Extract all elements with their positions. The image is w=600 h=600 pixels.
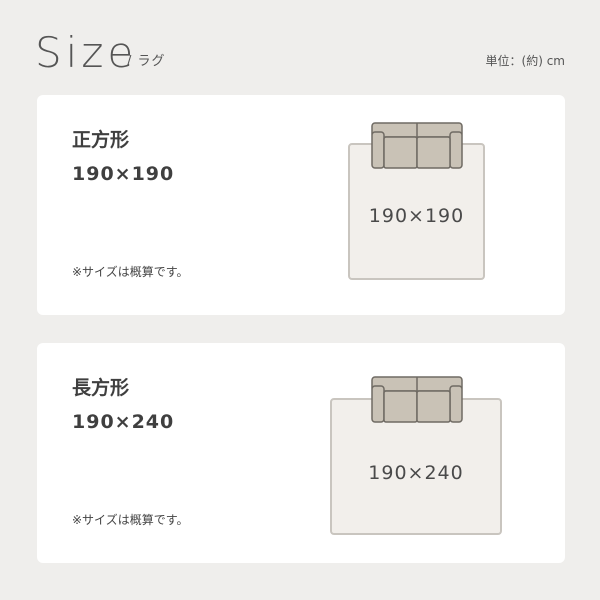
card-note: ※サイズは概算です。 xyxy=(72,265,189,279)
card-note: ※サイズは概算です。 xyxy=(72,513,189,527)
rug-size-label: 190×190 xyxy=(368,205,465,227)
size-card-rectangle: 長方形 190×240 ※サイズは概算です。 190×240 xyxy=(37,343,565,563)
size-card-square: 正方形 190×190 ※サイズは概算です。 190×190 xyxy=(37,95,565,315)
card-title: 正方形 xyxy=(72,129,130,151)
rug-size-label: 190×240 xyxy=(368,462,464,484)
header: Size / ラグ 単位：(約) cm xyxy=(35,28,565,78)
sofa-icon xyxy=(371,122,463,169)
page-title: Size xyxy=(35,28,138,77)
sofa-icon xyxy=(371,376,463,423)
unit-label: 単位：(約) cm xyxy=(485,54,565,68)
card-title: 長方形 xyxy=(72,377,130,399)
card-dimensions: 190×190 xyxy=(72,163,175,185)
card-dimensions: 190×240 xyxy=(72,411,175,433)
page-subtitle: / ラグ xyxy=(127,54,166,69)
